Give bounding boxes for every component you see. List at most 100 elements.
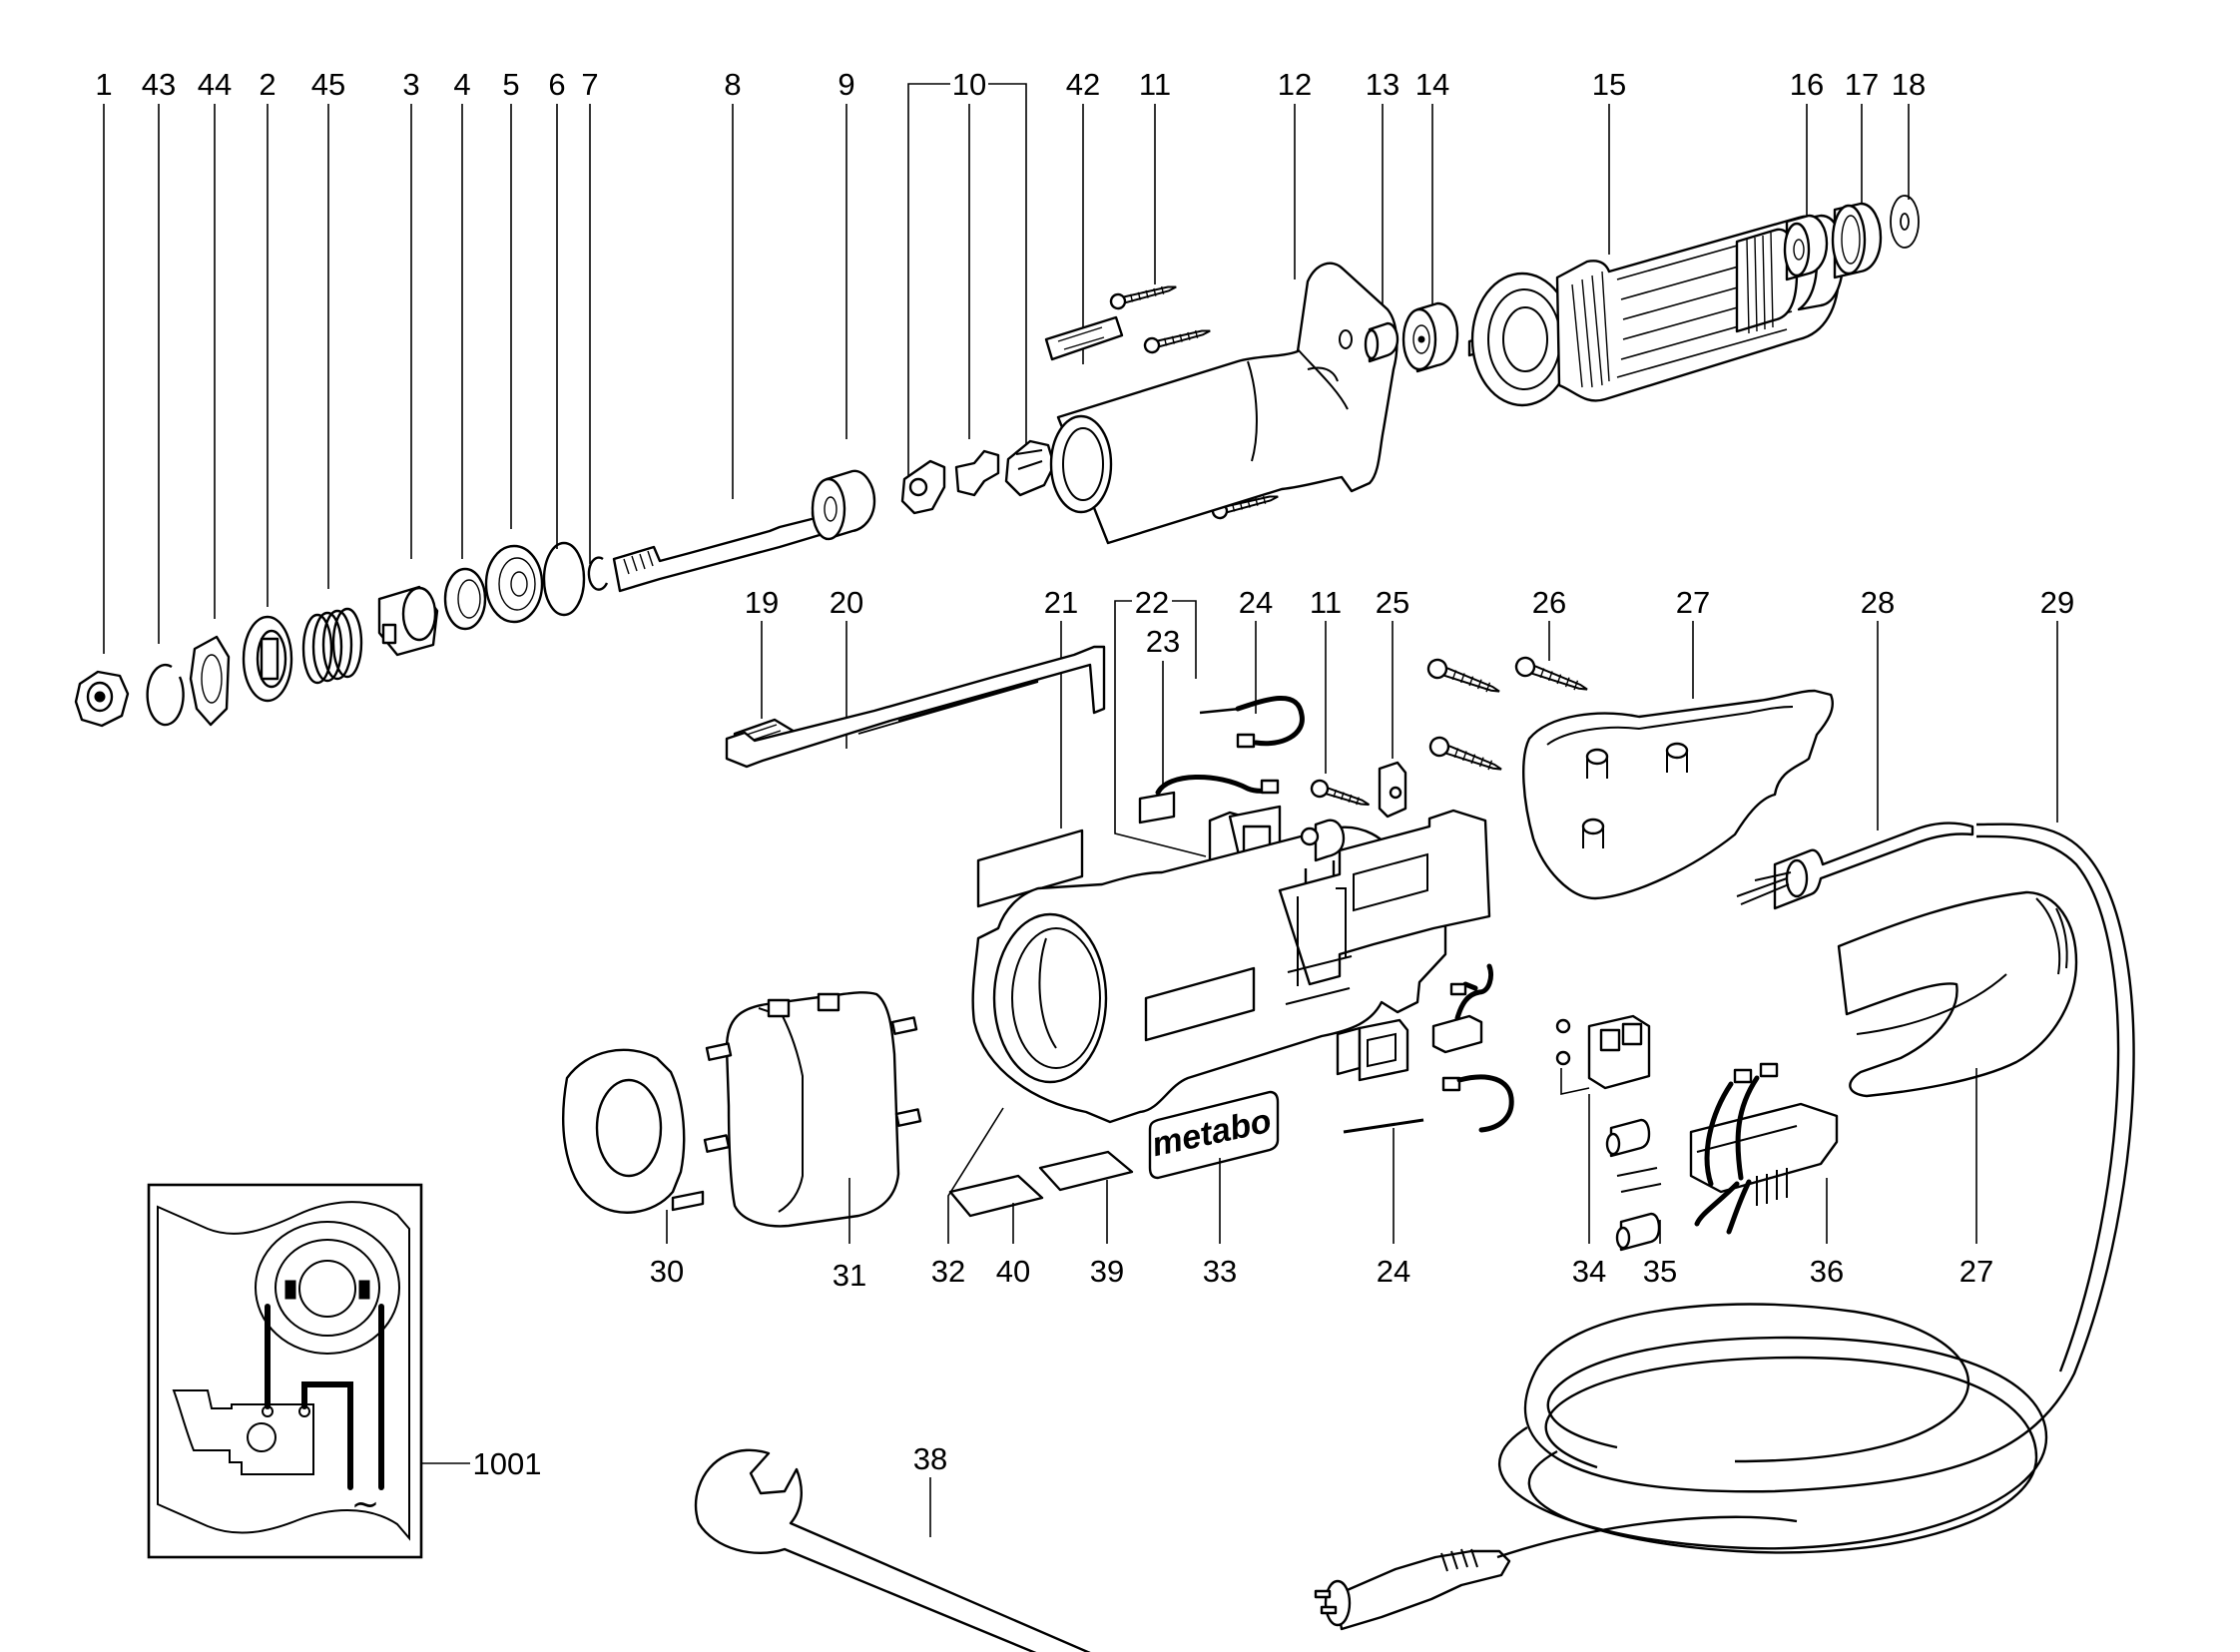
callout-24-top: 24 bbox=[1239, 585, 1273, 620]
part-5-ball-bearing bbox=[484, 544, 544, 624]
part-35-capacitors bbox=[1605, 1118, 1662, 1252]
part-26-screws bbox=[1426, 656, 1588, 771]
part-15-armature bbox=[1467, 214, 1845, 407]
callout-22: 22 bbox=[1135, 585, 1169, 620]
part-29-mains-cable bbox=[1523, 823, 2135, 1493]
callout-5: 5 bbox=[502, 67, 519, 102]
callout-23: 23 bbox=[1146, 624, 1180, 659]
callout-6: 6 bbox=[548, 67, 565, 102]
callout-18: 18 bbox=[1892, 67, 1926, 102]
cable-coil-2 bbox=[1527, 1356, 2038, 1554]
callout-2: 2 bbox=[259, 67, 276, 102]
part-43-circlip bbox=[146, 663, 185, 727]
part-6-o-ring bbox=[542, 541, 586, 617]
callout-21: 21 bbox=[1044, 585, 1078, 620]
callout-31: 31 bbox=[833, 1258, 866, 1293]
callout-40: 40 bbox=[996, 1254, 1030, 1289]
part-23-carbon-brush bbox=[1138, 774, 1280, 825]
callout-29: 29 bbox=[2040, 585, 2074, 620]
part-14-ball-bearing bbox=[1401, 301, 1459, 373]
callouts-top-row: 1 43 44 2 45 3 4 5 6 7 8 9 10 42 11 12 1… bbox=[95, 67, 1926, 654]
callout-35: 35 bbox=[1643, 1254, 1677, 1289]
part-36-switch bbox=[1689, 1062, 1839, 1235]
inset-frame bbox=[147, 1183, 423, 1559]
part-44-plate bbox=[189, 635, 231, 727]
callout-43: 43 bbox=[142, 67, 176, 102]
callout-15: 15 bbox=[1592, 67, 1626, 102]
callout-10: 10 bbox=[952, 67, 986, 102]
inset-motor-symbol bbox=[255, 1221, 400, 1355]
part-29-cable-inner bbox=[1975, 834, 2120, 1373]
part-1-clamping-nut bbox=[74, 670, 130, 728]
callout-27-bottom: 27 bbox=[1960, 1254, 1993, 1289]
part-31-stator bbox=[703, 991, 922, 1228]
part-29-plug bbox=[1314, 1515, 1798, 1631]
cable-coil-1 bbox=[1497, 1336, 2048, 1550]
part-16-ball-bearing bbox=[1783, 214, 1829, 281]
leader-32 bbox=[947, 1107, 1004, 1244]
callout-17: 17 bbox=[1845, 67, 1879, 102]
part-2-collet-nut bbox=[242, 615, 293, 703]
callout-24-bottom: 24 bbox=[1377, 1254, 1410, 1289]
callout-28: 28 bbox=[1861, 585, 1895, 620]
part-25-cable-clamp bbox=[1378, 761, 1407, 819]
callouts-middle-row: 19 20 21 22 23 24 11 25 26 27 28 29 bbox=[745, 585, 2074, 857]
callout-1001: 1001 bbox=[473, 1446, 542, 1481]
ac-power-symbol: ~ bbox=[351, 1484, 380, 1524]
callout-16: 16 bbox=[1790, 67, 1824, 102]
part-24-carbon-brush-top bbox=[1199, 696, 1305, 749]
part-9-ball-bearing bbox=[811, 469, 876, 541]
part-27-handle-shell-bottom bbox=[1837, 890, 2078, 1098]
part-42-label bbox=[1044, 315, 1124, 361]
callout-44: 44 bbox=[198, 67, 232, 102]
motor-housing-assembly: metabo bbox=[562, 645, 2135, 1652]
part-7-circlip bbox=[587, 556, 609, 591]
part-39-label bbox=[1038, 1150, 1134, 1192]
spindle-assembly bbox=[74, 195, 1920, 728]
part-20-switch-rod bbox=[725, 645, 1106, 769]
callout-38: 38 bbox=[913, 1441, 947, 1476]
callout-14: 14 bbox=[1415, 67, 1449, 102]
callout-27-top: 27 bbox=[1676, 585, 1710, 620]
leader-34-bracket bbox=[1560, 1068, 1590, 1095]
part-45-spring bbox=[301, 607, 363, 685]
part-12-gear-housing bbox=[1049, 262, 1399, 545]
callout-13: 13 bbox=[1366, 67, 1400, 102]
part-24-carbon-brush-bottom bbox=[1336, 963, 1514, 1134]
part-30-air-guide bbox=[562, 1048, 705, 1214]
callout-7: 7 bbox=[581, 67, 598, 102]
part-switch-frame bbox=[1278, 809, 1491, 1005]
part-3-collet bbox=[377, 585, 439, 657]
part-11-screw-middle bbox=[1310, 779, 1370, 807]
part-21-label bbox=[976, 828, 1084, 908]
part-4-ring bbox=[443, 567, 487, 631]
inset-housing-outline bbox=[157, 1201, 410, 1541]
part-8-spindle bbox=[612, 501, 827, 593]
part-28-cable-strain-relief bbox=[1736, 822, 1974, 910]
leader-10a bbox=[907, 83, 950, 484]
callout-3: 3 bbox=[402, 67, 419, 102]
callout-11-middle: 11 bbox=[1310, 585, 1342, 620]
leader-22a bbox=[1114, 600, 1207, 857]
part-34-terminal-block bbox=[1555, 1014, 1651, 1095]
leader-10c bbox=[988, 83, 1027, 444]
callout-36: 36 bbox=[1810, 1254, 1844, 1289]
callout-39: 39 bbox=[1090, 1254, 1124, 1289]
callout-33: 33 bbox=[1203, 1254, 1237, 1289]
part-17-bearing-sleeve bbox=[1831, 202, 1883, 279]
callout-25: 25 bbox=[1376, 585, 1409, 620]
inset-wires bbox=[265, 1304, 384, 1490]
callout-34: 34 bbox=[1572, 1254, 1606, 1289]
part-18-washer bbox=[1890, 195, 1920, 249]
callout-45: 45 bbox=[311, 67, 345, 102]
callout-32: 32 bbox=[931, 1254, 965, 1289]
part-38-spanner bbox=[694, 1448, 1091, 1652]
leader-22b bbox=[1172, 600, 1197, 679]
callout-42: 42 bbox=[1066, 67, 1100, 102]
wiring-diagram-inset: ~ 1001 bbox=[147, 1183, 542, 1559]
callout-4: 4 bbox=[453, 67, 470, 102]
callout-12: 12 bbox=[1278, 67, 1312, 102]
callout-30: 30 bbox=[650, 1254, 684, 1289]
callout-1: 1 bbox=[95, 67, 112, 102]
